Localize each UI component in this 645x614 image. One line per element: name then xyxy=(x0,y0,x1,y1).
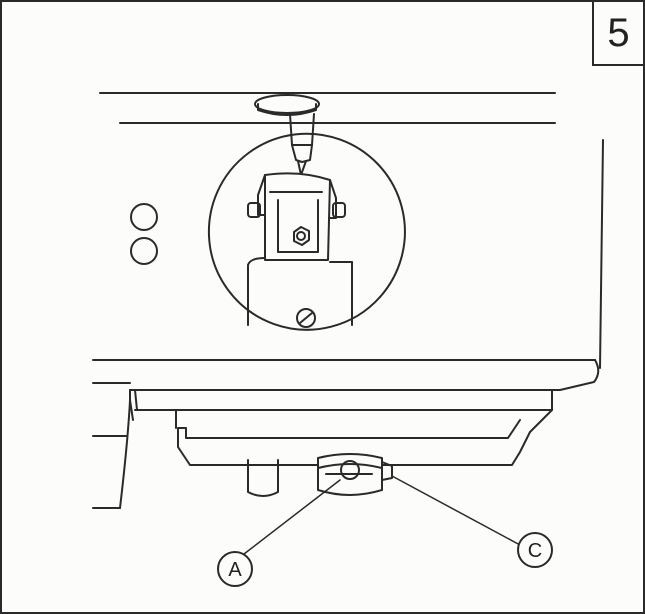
body-right-edge xyxy=(599,139,604,369)
upper-rail xyxy=(99,92,556,124)
callout-c: C xyxy=(517,532,553,568)
callout-a-label: A xyxy=(228,559,242,581)
hole-lower xyxy=(130,237,158,265)
step-number-box: 5 xyxy=(592,2,643,66)
step-number: 5 xyxy=(607,10,630,55)
callout-a: A xyxy=(217,551,253,587)
detail-magnifier xyxy=(207,132,406,331)
pin-knob xyxy=(254,94,320,176)
callout-leaders xyxy=(243,475,521,555)
base-housing xyxy=(92,359,600,509)
hole-upper xyxy=(130,203,158,231)
callout-c-label: C xyxy=(528,540,542,562)
